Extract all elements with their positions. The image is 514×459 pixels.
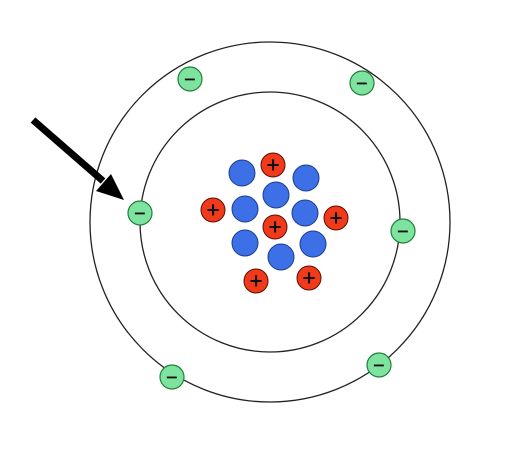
plus-sign-icon: + — [248, 271, 263, 292]
minus-sign-icon: − — [396, 222, 409, 241]
outer-orbit — [89, 41, 451, 403]
outer-shell-electron: − — [159, 364, 185, 390]
arrow-icon — [30, 117, 124, 200]
neutron — [228, 159, 256, 187]
plus-sign-icon: + — [301, 268, 316, 289]
plus-sign-icon: + — [267, 217, 282, 238]
plus-sign-icon: + — [328, 208, 343, 229]
minus-sign-icon: − — [165, 368, 178, 387]
neutron — [231, 229, 259, 257]
neutron — [267, 243, 295, 271]
neutron — [292, 164, 320, 192]
outer-shell-electron: − — [366, 352, 392, 378]
neutron — [291, 199, 319, 227]
proton: + — [296, 265, 322, 291]
neutron — [299, 230, 327, 258]
neutron — [262, 181, 290, 209]
proton: + — [262, 214, 288, 240]
proton: + — [200, 197, 226, 223]
minus-sign-icon: − — [133, 204, 146, 223]
minus-sign-icon: − — [183, 70, 196, 89]
neutron — [231, 195, 259, 223]
inner-shell-electron-left: − — [127, 200, 153, 226]
proton: + — [323, 205, 349, 231]
proton: + — [243, 268, 269, 294]
outer-shell-electron: − — [177, 66, 203, 92]
minus-sign-icon: − — [355, 74, 368, 93]
outer-shell-electron: − — [349, 70, 375, 96]
inner-shell-electron-right: − — [390, 218, 416, 244]
minus-sign-icon: − — [372, 356, 385, 375]
proton: + — [260, 152, 286, 178]
plus-sign-icon: + — [265, 155, 280, 176]
plus-sign-icon: + — [205, 200, 220, 221]
